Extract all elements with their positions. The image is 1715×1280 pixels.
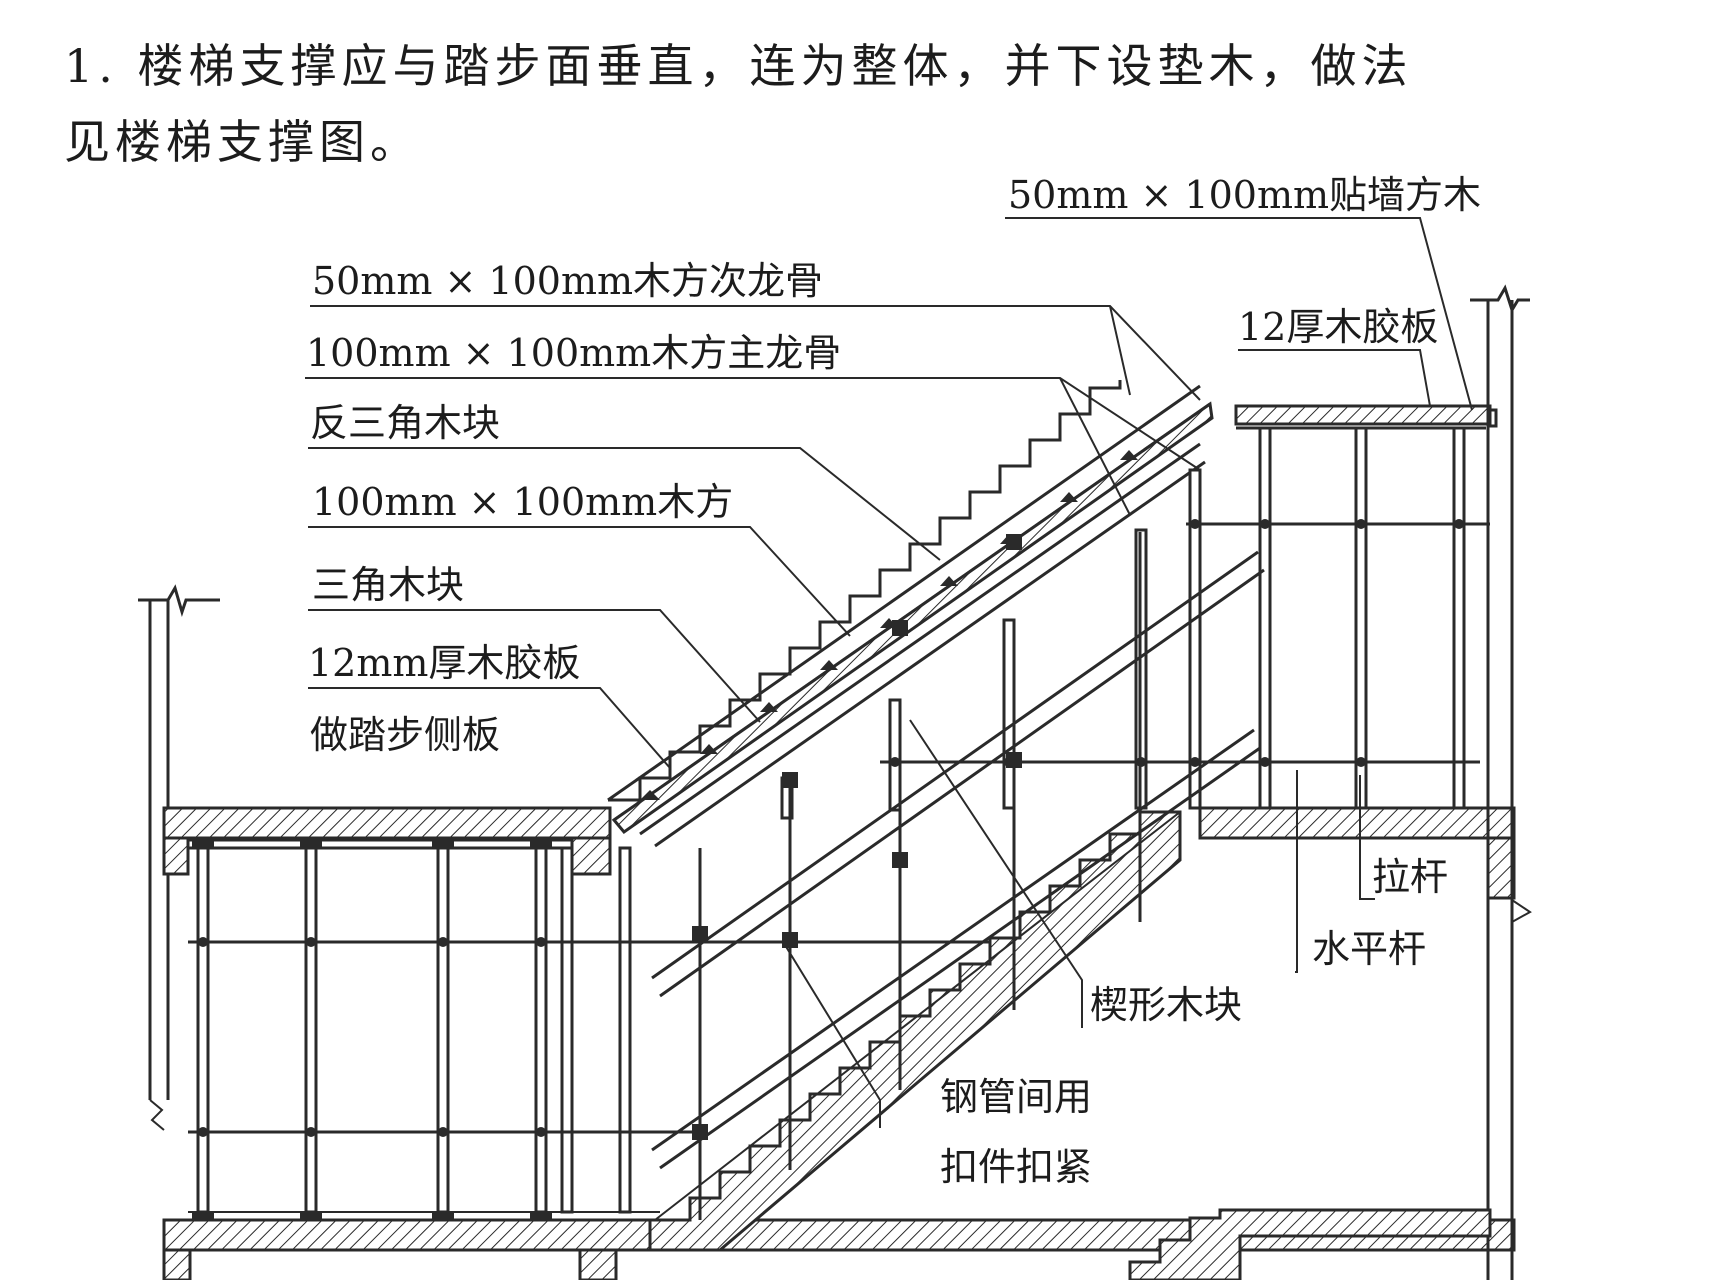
left-landing-slab <box>162 806 612 876</box>
upper-stair-flight <box>607 380 1214 848</box>
label-wall-timber: 50mm × 100mm贴墙方木 <box>1008 173 1481 217</box>
label-tie-bar: 拉杆 <box>1372 855 1448 899</box>
intro-text: 1. 楼梯支撑应与踏步面垂直，连为整体，并下设垫木，做法 见楼梯支撑图。 <box>64 28 1664 180</box>
label-step-side-board: 做踏步侧板 <box>310 713 500 757</box>
label-triangle-block: 三角木块 <box>312 563 464 607</box>
label-plywood-12: 12厚木胶板 <box>1238 305 1438 349</box>
label-secondary-joist: 50mm × 100mm木方次龙骨 <box>312 259 823 303</box>
label-main-joist: 100mm × 100mm木方主龙骨 <box>306 331 841 375</box>
label-horizontal-bar: 水平杆 <box>1312 927 1426 971</box>
lower-stair-flight <box>648 810 1182 1252</box>
label-plywood-12mm: 12mm厚木胶板 <box>308 641 580 685</box>
intro-line-2: 见楼梯支撑图。 <box>64 115 421 169</box>
lower-right-stair <box>1128 1208 1492 1280</box>
label-wedge-block: 楔形木块 <box>1090 983 1242 1027</box>
intro-line-1: 1. 楼梯支撑应与踏步面垂直，连为整体，并下设垫木，做法 <box>64 39 1413 93</box>
diagram-labels: 50mm × 100mm贴墙方木 50mm × 100mm木方次龙骨 100mm… <box>306 173 1481 1189</box>
label-pipe-clamp-2: 扣件扣紧 <box>940 1145 1092 1189</box>
leader-lines <box>305 217 1473 1128</box>
label-reverse-triangle: 反三角木块 <box>310 401 500 445</box>
left-support-posts <box>188 840 990 1220</box>
label-timber-100: 100mm × 100mm木方 <box>312 480 733 524</box>
inclined-support-tubes <box>651 532 1265 1220</box>
label-pipe-clamp-1: 钢管间用 <box>940 1075 1092 1119</box>
right-wall <box>1470 284 1532 1280</box>
